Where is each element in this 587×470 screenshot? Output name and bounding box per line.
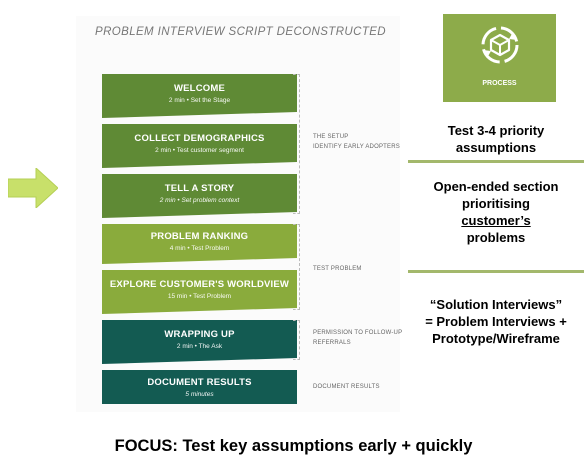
step-name: COLLECT DEMOGRAPHICS (134, 133, 265, 144)
note-line: customer’s (461, 213, 531, 228)
step-wrapping-up: WRAPPING UP 2 min • The Ask (102, 320, 297, 364)
step-welcome: WELCOME 2 min • Set the Stage (102, 74, 297, 118)
step-detail: 5 minutes (185, 391, 214, 398)
note-priority-assumptions: Test 3-4 priority assumptions (407, 122, 585, 156)
right-arrow-icon (8, 168, 58, 208)
note-divider (408, 160, 584, 163)
phase-bracket-test-problem (293, 224, 300, 310)
note-divider (408, 270, 584, 273)
phase-line: TEST PROBLEM (313, 266, 362, 272)
note-line: assumptions (455, 140, 537, 155)
note-line: prioritising (462, 196, 530, 211)
phase-label-document: DOCUMENT RESULTS (313, 382, 380, 392)
note-solution-interviews: “Solution Interviews” = Problem Intervie… (407, 296, 585, 347)
step-detail: 2 min • Test customer segment (155, 147, 244, 154)
step-connector (102, 112, 297, 118)
phase-line: REFERRALS (313, 340, 351, 346)
diagram-title: PROBLEM INTERVIEW SCRIPT DECONSTRUCTED (95, 26, 387, 38)
phase-line: THE SETUP (313, 134, 349, 140)
step-explore-worldview: EXPLORE CUSTOMER'S WORLDVIEW 15 min • Te… (102, 270, 297, 314)
step-problem-ranking: PROBLEM RANKING 4 min • Test Problem (102, 224, 297, 264)
focus-caption: FOCUS: Test key assumptions early + quic… (114, 437, 473, 455)
phase-label-permission: PERMISSION TO FOLLOW-UP REFERRALS (313, 328, 402, 348)
step-detail: 15 min • Test Problem (167, 293, 232, 300)
step-connector (102, 212, 297, 218)
phase-bracket-setup (293, 74, 300, 214)
note-line: = Problem Interviews + (425, 314, 567, 329)
note-line: Test 3-4 priority (447, 123, 545, 138)
step-connector (102, 258, 297, 264)
phase-label-setup: THE SETUP IDENTIFY EARLY ADOPTERS (313, 132, 400, 152)
step-connector (102, 162, 297, 168)
step-name: PROBLEM RANKING (150, 231, 249, 242)
note-line: problems (466, 230, 526, 245)
step-detail: 2 min • The Ask (176, 343, 223, 350)
note-open-ended: Open-ended section prioritising customer… (407, 178, 585, 246)
badge-label: PROCESS (482, 80, 517, 87)
step-collect-demographics: COLLECT DEMOGRAPHICS 2 min • Test custom… (102, 124, 297, 168)
step-detail: 2 min • Set the Stage (168, 97, 231, 104)
phase-line: PERMISSION TO FOLLOW-UP (313, 330, 403, 336)
step-name: TELL A STORY (164, 183, 235, 194)
step-tell-a-story: TELL A STORY 2 min • Set problem context (102, 174, 297, 218)
phase-line: DOCUMENT RESULTS (313, 384, 380, 390)
phase-label-test-problem: TEST PROBLEM (313, 264, 362, 274)
process-badge: PROCESS (443, 14, 556, 102)
step-connector (102, 308, 297, 314)
step-document-results: DOCUMENT RESULTS 5 minutes (102, 370, 297, 404)
step-name: DOCUMENT RESULTS (147, 377, 252, 388)
note-line: Open-ended section (433, 179, 559, 194)
recycle-box-icon (481, 26, 519, 64)
note-line: Prototype/Wireframe (432, 331, 560, 346)
step-connector (102, 358, 297, 364)
note-line: “Solution Interviews” (429, 297, 563, 312)
phase-bracket-permission (293, 320, 300, 360)
step-detail: 4 min • Test Problem (169, 245, 230, 252)
step-name: EXPLORE CUSTOMER'S WORLDVIEW (109, 279, 290, 290)
step-name: WELCOME (173, 83, 225, 94)
phase-line: IDENTIFY EARLY ADOPTERS (313, 144, 400, 150)
step-name: WRAPPING UP (164, 329, 235, 340)
step-detail: 2 min • Set problem context (159, 197, 240, 204)
